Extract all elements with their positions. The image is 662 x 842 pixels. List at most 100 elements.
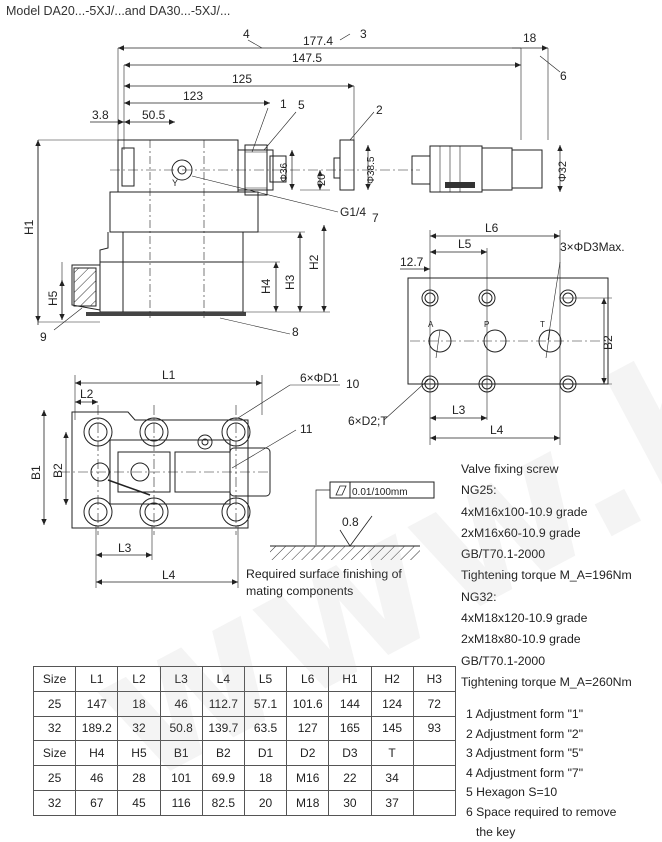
table-cell: D1	[243, 740, 288, 767]
table-cell: B1	[159, 740, 203, 767]
dim-l3: L3	[118, 541, 132, 555]
table-cell: 50.8	[159, 715, 203, 742]
dim-l6: L6	[485, 221, 499, 235]
dim-12-7: 12.7	[400, 255, 424, 269]
legend-item: 4 Adjustment form "7"	[466, 765, 584, 780]
height-h1: H1	[22, 219, 36, 235]
top-view	[41, 375, 340, 588]
table-cell: 32	[32, 789, 77, 816]
table-cell: 165	[328, 715, 372, 742]
page-title: Model DA20...-5XJ/...and DA30...-5XJ/...	[6, 4, 231, 18]
dim-147-5: 147.5	[292, 51, 322, 65]
dim-b2: B2	[51, 463, 65, 478]
table-cell: 30	[328, 789, 372, 816]
table-cell: 46	[75, 765, 119, 791]
legend-item: 5 Hexagon S=10	[466, 785, 558, 800]
port-y: Y	[172, 178, 178, 188]
callout-8: 8	[292, 325, 299, 339]
table-cell: 25	[32, 690, 77, 717]
dia-32: Φ32	[557, 161, 569, 182]
table-cell: 124	[370, 690, 414, 717]
callout-4: 4	[243, 27, 250, 41]
side-view-labels: 177.4 147.5 125 123 50.5 3.8 18 20 Φ36 Φ…	[22, 27, 569, 344]
table-cell: 147	[75, 690, 119, 717]
table-cell: 112.7	[201, 690, 245, 717]
dim-pattern-l3: L3	[452, 403, 466, 417]
table-cell: 32	[32, 715, 77, 742]
table-cell: T	[370, 740, 414, 767]
thread-g14: G1/4	[340, 205, 366, 219]
height-h2: H2	[307, 254, 321, 270]
roughness-value: 0.8	[342, 515, 359, 529]
table-cell: 63.5	[243, 715, 288, 742]
note-line: 2xM16x60-10.9 grade	[461, 525, 581, 540]
table-cell: 144	[328, 690, 372, 717]
dim-50-5: 50.5	[142, 108, 166, 122]
table-cell: 93	[412, 715, 456, 742]
table-cell: 189.2	[75, 715, 119, 742]
pattern-holes	[421, 289, 577, 393]
table-cell: 82.5	[201, 789, 245, 816]
table-cell: Size	[32, 740, 77, 767]
callout-6: 6	[560, 69, 567, 83]
dim-pattern-b2: B2	[601, 335, 615, 350]
dim-20: 20	[316, 174, 328, 186]
note-line: Tightening torque M_A=196Nm	[461, 568, 632, 583]
table-cell: M18	[286, 789, 330, 816]
table-cell: H1	[328, 666, 372, 692]
table-cell: M16	[286, 765, 330, 791]
table-cell: 72	[412, 690, 456, 717]
table-cell: 34	[370, 765, 414, 791]
table-cell: H5	[117, 740, 161, 767]
table-cell: L1	[75, 666, 119, 692]
dim-18: 18	[523, 31, 537, 45]
dim-b1: B1	[29, 465, 43, 480]
dia-36: Φ36	[279, 162, 290, 182]
top-view-labels: L1 L2 L3 L4 B1 B2 6×ΦD1 10 11	[29, 368, 360, 582]
dim-l2: L2	[80, 387, 94, 401]
table-cell	[412, 789, 456, 816]
table-cell: 67	[75, 789, 119, 816]
legend-item: 2 Adjustment form "2"	[466, 726, 584, 741]
table-cell: 32	[117, 715, 161, 742]
table-cell: 101	[159, 765, 203, 791]
note-line: 4xM18x120-10.9 grade	[461, 611, 588, 626]
table-cell: B2	[201, 740, 245, 767]
table-cell: H3	[412, 666, 456, 692]
table-cell: Size	[32, 666, 77, 692]
table-cell: L6	[286, 666, 330, 692]
note-line: Tightening torque M_A=260Nm	[461, 674, 632, 689]
callout-legend: 1 Adjustment form "1" 2 Adjustment form …	[466, 705, 616, 842]
callout-5: 5	[298, 98, 305, 112]
table-cell: 116	[159, 789, 203, 816]
table-cell: 28	[117, 765, 161, 791]
table-cell: 25	[32, 765, 77, 791]
hole-3xd3: 3×ΦD3Max.	[560, 240, 625, 254]
dim-l4: L4	[162, 568, 176, 582]
callout-1: 1	[280, 97, 287, 111]
table-cell	[412, 740, 456, 767]
table-cell	[412, 765, 456, 791]
callout-11: 11	[300, 422, 313, 436]
mounting-pattern	[383, 230, 612, 445]
dim-3-8: 3.8	[92, 108, 109, 122]
legend-item: 6 Space required to remove	[466, 804, 617, 819]
table-cell: 18	[117, 690, 161, 717]
table-cell: L4	[201, 666, 245, 692]
note-line: GB/T70.1-2000	[461, 653, 546, 668]
hole-6xd1: 6×ΦD1	[300, 371, 339, 385]
note-line: 2xM18x80-10.9 grade	[461, 632, 581, 647]
legend-item: 3 Adjustment form "5"	[466, 746, 584, 761]
port-t: T	[540, 320, 545, 329]
dim-pattern-l4: L4	[490, 423, 504, 437]
legend-item: the key	[476, 824, 516, 839]
height-h3: H3	[283, 274, 297, 290]
surface-caption-line-2: mating components	[246, 584, 354, 598]
table-cell: 57.1	[243, 690, 288, 717]
